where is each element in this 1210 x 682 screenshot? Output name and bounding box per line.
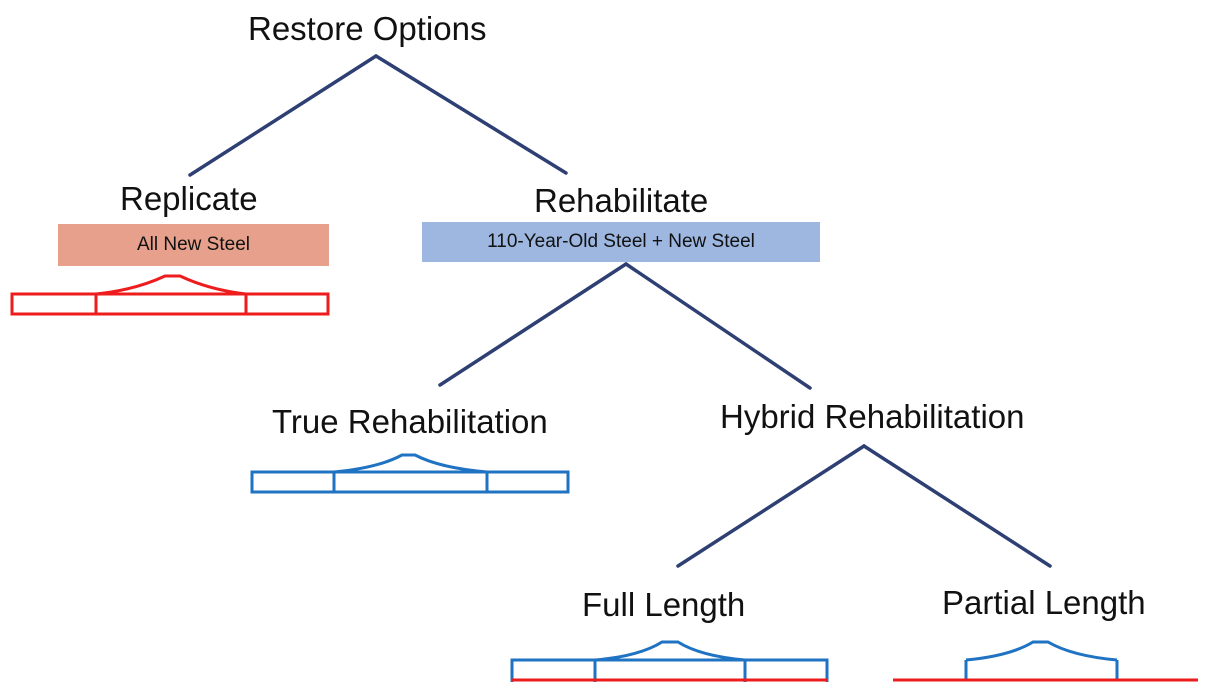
replicate-beam-sketch <box>10 274 330 316</box>
connector-root-replicate <box>188 54 378 177</box>
full-length-node-label: Full Length <box>582 586 746 623</box>
partial-length-beam-sketch <box>893 640 1198 682</box>
connector-hybrid-full <box>676 444 866 568</box>
replicate-tag: All New Steel <box>58 224 329 266</box>
rehabilitate-tag: 110-Year-Old Steel + New Steel <box>422 222 820 262</box>
rehabilitate-node-label: Rehabilitate <box>534 182 709 219</box>
root-node-label: Restore Options <box>248 10 487 47</box>
hybrid-rehab-node-label: Hybrid Rehabilitation <box>720 398 1025 435</box>
connector-hybrid-partial <box>862 444 1052 568</box>
full-length-beam-sketch <box>510 640 829 682</box>
true-rehab-beam-sketch <box>250 453 570 494</box>
partial-length-node-label: Partial Length <box>942 584 1146 621</box>
connector-rehab-true <box>438 262 628 387</box>
connector-rehab-hybrid <box>624 262 812 390</box>
connector-root-rehabilitate <box>374 54 568 175</box>
replicate-node-label: Replicate <box>120 180 258 217</box>
true-rehab-node-label: True Rehabilitation <box>272 403 548 440</box>
